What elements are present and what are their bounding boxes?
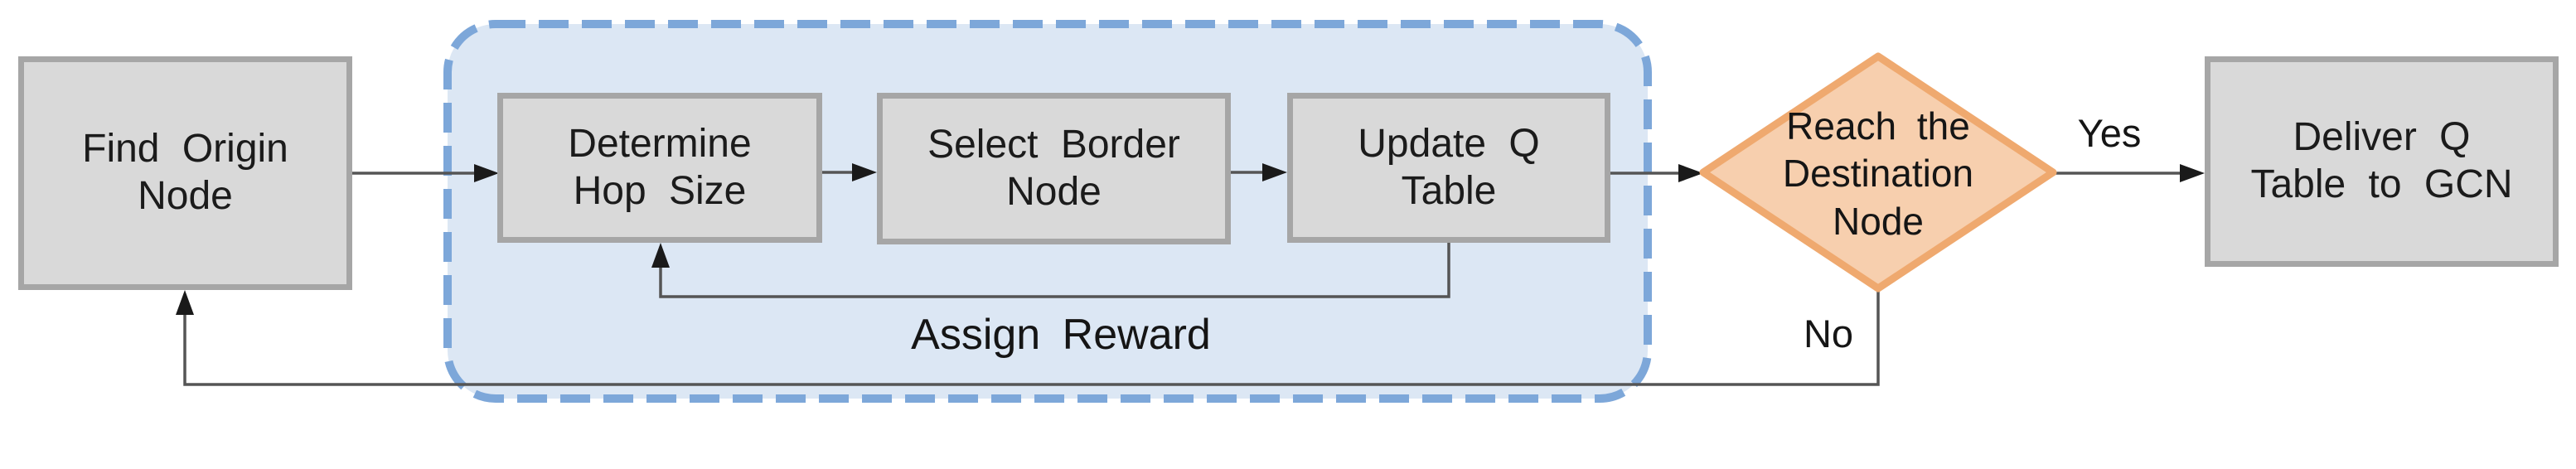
arrowhead-border-to-update — [1262, 163, 1287, 181]
arrowhead-no-return-loop — [176, 290, 194, 315]
arrowhead-hop-to-border — [852, 163, 877, 181]
node-deliver-q-table-gcn: Deliver Q Table to GCN — [2205, 56, 2559, 267]
node-update-q-table: Update Q Table — [1287, 93, 1610, 243]
decision-line2: Destination — [1782, 152, 1974, 196]
node-select-border-line2: Node — [1006, 169, 1102, 214]
arrowhead-yes-to-deliver — [2180, 164, 2205, 182]
node-deliver-q-line2: Table to GCN — [2250, 162, 2513, 206]
node-select-border-node: Select Border Node — [877, 93, 1231, 244]
node-update-q-line2: Table — [1401, 168, 1497, 213]
edge-label-no: No — [1803, 311, 1854, 355]
decision-line1: Reach the — [1786, 104, 1970, 148]
node-decision-reach-destination: Reach the Destination Node — [1687, 60, 2069, 288]
node-update-q-line1: Update Q — [1358, 121, 1540, 166]
node-find-origin-line2: Node — [138, 174, 233, 218]
connector-assign-reward-loop — [659, 243, 1450, 298]
node-select-border-line1: Select Border — [927, 122, 1180, 167]
connector-no-return-loop — [183, 288, 1880, 386]
node-determine-hop-line1: Determine — [568, 121, 752, 166]
node-deliver-q-line1: Deliver Q — [2293, 115, 2471, 160]
node-determine-hop-line2: Hop Size — [573, 168, 747, 213]
edge-label-assign-reward: Assign Reward — [911, 311, 1211, 359]
arrowhead-origin-to-hop — [474, 164, 499, 182]
node-find-origin: Find Origin Node — [18, 56, 352, 290]
arrowhead-update-to-decision — [1678, 164, 1703, 182]
decision-diamond — [1699, 52, 2057, 293]
node-determine-hop-size: Determine Hop Size — [497, 93, 822, 243]
decision-line3: Node — [1833, 199, 1924, 243]
node-find-origin-line1: Find Origin — [82, 127, 288, 172]
edge-label-yes: Yes — [2077, 110, 2142, 155]
arrowhead-assign-reward-loop — [651, 243, 670, 268]
